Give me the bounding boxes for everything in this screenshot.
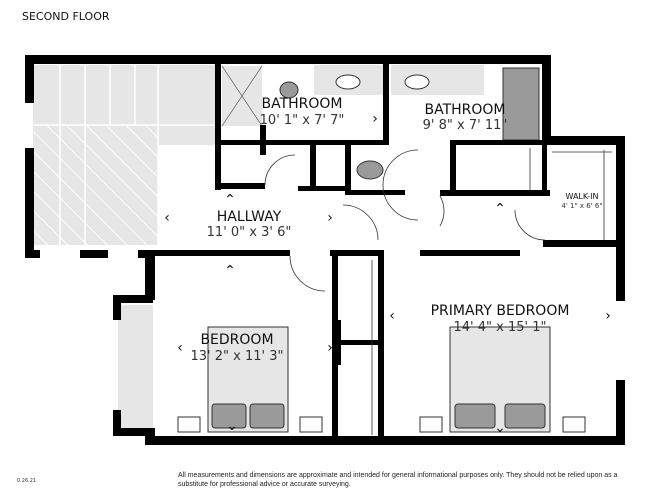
room-bathroom-1: BATHROOM 10' 1" x 7' 7" [260,96,345,128]
svg-text:11' 0" x 3' 6": 11' 0" x 3' 6" [207,225,292,240]
room-bedroom: BEDROOM 13' 2" x 11' 3" [191,332,284,364]
svg-text:⌄: ⌄ [226,418,238,434]
svg-text:WALK-IN: WALK-IN [565,192,598,201]
doors [264,149,546,292]
svg-text:⌃: ⌃ [224,192,236,208]
svg-text:BATHROOM: BATHROOM [424,102,505,118]
svg-text:⌃: ⌃ [224,263,236,279]
svg-text:›: › [605,308,611,324]
svg-text:4' 1" x 6' 6": 4' 1" x 6' 6" [561,202,602,210]
svg-text:HALLWAY: HALLWAY [217,209,282,225]
svg-text:›: › [372,111,378,127]
svg-text:10' 1" x 7' 7": 10' 1" x 7' 7" [260,113,345,128]
room-bathroom-2: BATHROOM 9' 8" x 7' 11" [423,102,508,133]
room-hallway: HALLWAY 11' 0" x 3' 6" [207,209,292,240]
svg-text:13' 2" x 11' 3": 13' 2" x 11' 3" [191,349,284,364]
svg-text:›: › [327,210,333,226]
room-primary-bedroom: PRIMARY BEDROOM 14' 4" x 15' 1" [431,303,570,335]
svg-text:›: › [327,340,333,356]
entry-arrows: ⌃ ⌃ ⌃ ‹ › › ‹ › › ‹ ⌄ ⌄ [164,111,611,436]
disclaimer: All measurements and dimensions are appr… [178,472,618,488]
staircase [33,65,215,245]
svg-text:‹: ‹ [164,210,170,226]
floor-title: SECOND FLOOR [22,10,110,23]
closet-rods [371,148,612,435]
svg-text:14' 4" x 15' 1": 14' 4" x 15' 1" [454,320,547,335]
fixtures [118,65,586,433]
svg-text:BATHROOM: BATHROOM [261,96,342,112]
svg-text:‹: ‹ [389,308,395,324]
svg-text:PRIMARY BEDROOM: PRIMARY BEDROOM [431,303,570,319]
svg-text:⌄: ⌄ [494,420,506,436]
svg-text:⌃: ⌃ [494,201,506,217]
svg-text:BEDROOM: BEDROOM [200,332,273,348]
svg-text:‹: ‹ [177,340,183,356]
version-label: 0.26.21 [17,478,37,484]
walls [25,55,625,445]
room-walk-in: WALK-IN 4' 1" x 6' 6" [561,192,602,210]
svg-text:9' 8" x 7' 11": 9' 8" x 7' 11" [423,118,508,133]
